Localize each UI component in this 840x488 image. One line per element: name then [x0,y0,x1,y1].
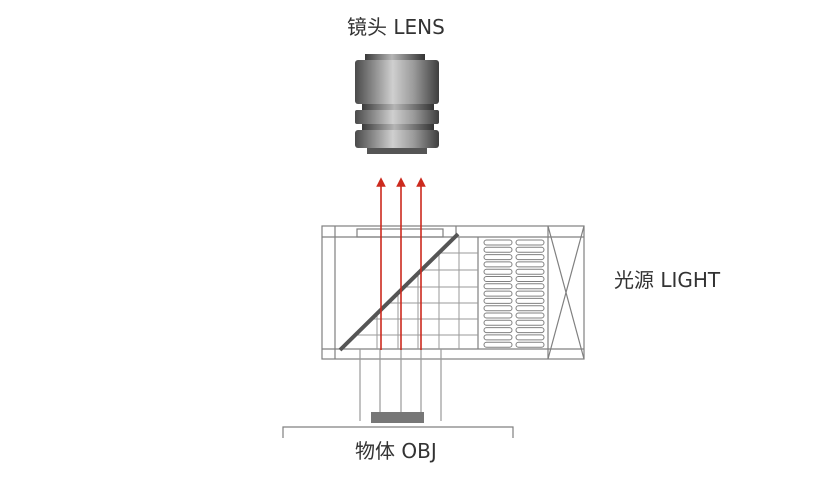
coil-loop [483,297,513,304]
coil-loop [515,319,545,326]
coil-loop [483,239,513,246]
diffuser-coil [483,239,545,348]
coil-loop [483,276,513,282]
coil-loop [515,268,545,275]
coil-loop [483,319,513,326]
coil-loop [515,276,545,282]
coil-loop [483,312,513,319]
coil-loop [515,246,545,253]
light-guide-grid [355,237,478,349]
coil-loop [515,254,545,261]
coil-loop [483,341,513,348]
coil-loop [483,268,513,275]
lens [355,54,439,154]
coil-loop [515,297,545,304]
coil-loop [515,290,545,297]
coil-loop [483,246,513,253]
coil-loop [483,305,513,312]
coil-loop [483,261,513,268]
coil-loop [483,334,513,341]
beam-splitter [338,232,460,352]
lens-label: 镜头 LENS [347,15,445,39]
coil-loop [483,290,513,297]
coil-loop [515,327,545,334]
coil-loop [515,283,545,290]
coil-loop [515,261,545,268]
light-housing [321,225,585,360]
reflected-rays [359,349,442,421]
coil-loop [483,283,513,290]
object-label: 物体 OBJ [355,439,437,463]
light-label: 光源 LIGHT [614,268,721,292]
coil-loop [515,239,545,246]
coil-loop [515,305,545,312]
red-rays [376,177,426,350]
light-source-x [547,225,585,360]
coil-loop [483,254,513,261]
object [282,412,514,438]
coil-loop [515,341,545,348]
coil-loop [483,327,513,334]
coil-loop [515,334,545,341]
coil-loop [515,312,545,319]
